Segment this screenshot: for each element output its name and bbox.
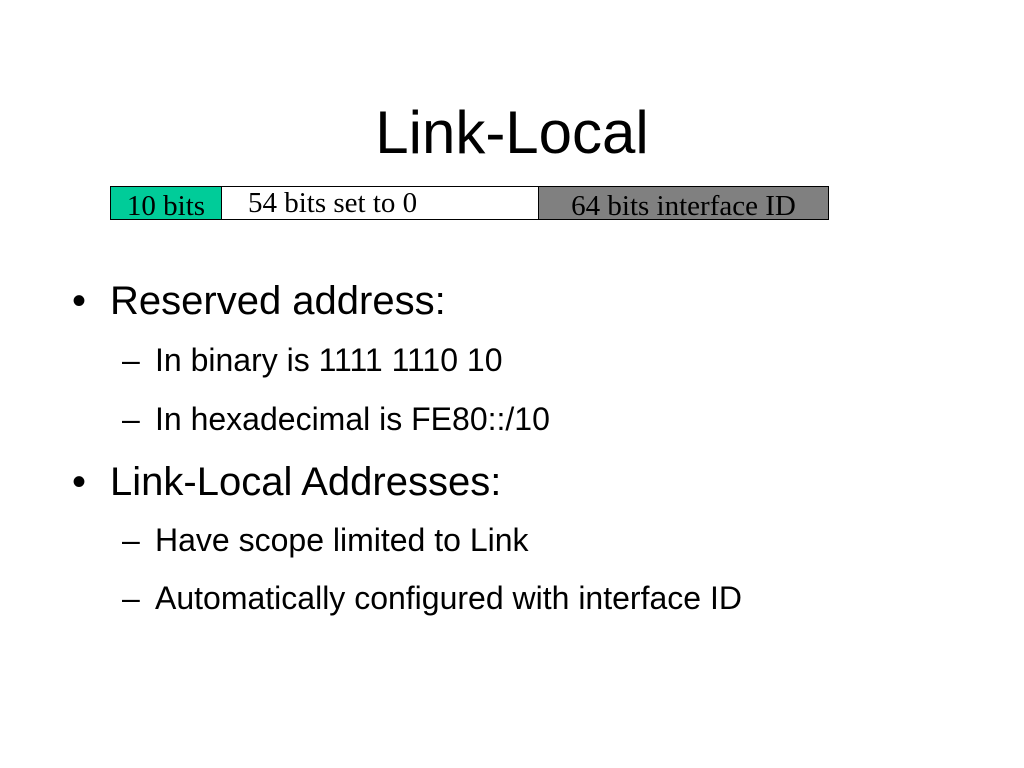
sub-bullet-marker: – — [122, 401, 140, 437]
bullet-marker: • — [72, 460, 87, 504]
sub-bullet-text: Automatically configured with interface … — [155, 580, 742, 616]
bullet-link-local-addresses: • Link-Local Addresses: — [72, 458, 501, 506]
bullet-reserved-address: • Reserved address: — [72, 277, 446, 325]
sub-bullet-hexadecimal: –In hexadecimal is FE80::/10 — [122, 399, 550, 439]
sub-bullet-text: In binary is 1111 1110 10 — [155, 342, 503, 378]
bullet-marker: • — [72, 279, 87, 323]
bullet-text: Reserved address: — [110, 279, 446, 323]
sub-bullet-text: Have scope limited to Link — [155, 522, 529, 558]
sub-bullet-marker: – — [122, 522, 140, 558]
bullet-text: Link-Local Addresses: — [110, 460, 502, 504]
sub-bullet-binary: –In binary is 1111 1110 10 — [122, 340, 503, 380]
prefix-field-box: 10 bits — [110, 186, 222, 220]
sub-bullet-marker: – — [122, 580, 140, 616]
sub-bullet-autoconfig: –Automatically configured with interface… — [122, 578, 742, 618]
sub-bullet-text: In hexadecimal is FE80::/10 — [155, 401, 550, 437]
interface-id-field-box: 64 bits interface ID — [538, 186, 829, 220]
slide-title: Link-Local — [375, 99, 649, 166]
zero-field-box: 54 bits set to 0 — [221, 186, 539, 220]
sub-bullet-scope: –Have scope limited to Link — [122, 520, 529, 560]
sub-bullet-marker: – — [122, 342, 140, 378]
